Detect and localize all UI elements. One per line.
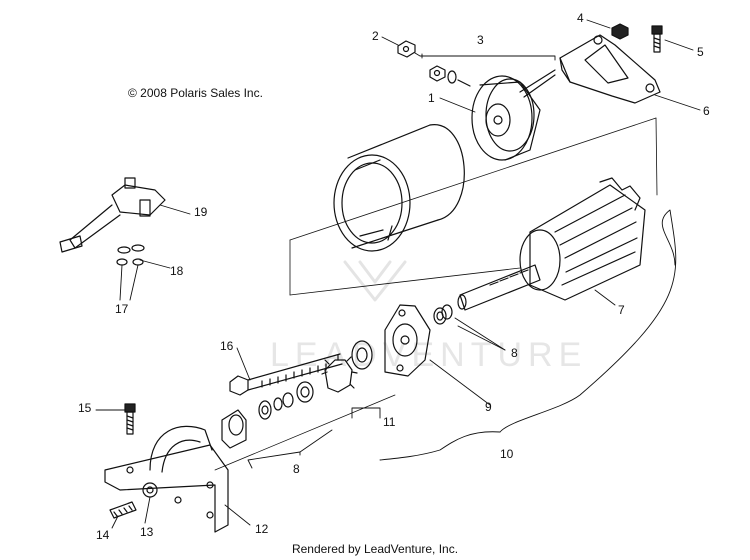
assembly-guide-lines [289, 117, 658, 296]
part-6-mount-bracket [559, 34, 661, 104]
footer-credit: Rendered by LeadVenture, Inc. [291, 542, 459, 556]
part-8-washers-upper [433, 304, 453, 325]
callout-8-lower: 8 [293, 462, 300, 476]
part-16-through-bolt [229, 353, 343, 396]
callout-1: 1 [428, 91, 435, 105]
part-8-spacer-stack [221, 381, 314, 449]
callout-5: 5 [697, 45, 704, 59]
callout-19: 19 [194, 205, 208, 219]
callout-6: 6 [703, 104, 710, 118]
part-4-nut [611, 23, 629, 40]
callout-4: 4 [577, 11, 584, 25]
part-14-bolt [109, 501, 137, 519]
callout-7: 7 [618, 303, 625, 317]
watermark-logo [343, 260, 407, 302]
part-19-brush-plate [59, 177, 166, 253]
callout-3: 3 [477, 33, 484, 47]
lower-guide-line [214, 394, 396, 471]
part-7-armature [457, 177, 646, 311]
callout-8-upper: 8 [511, 346, 518, 360]
part-11-pinion-set [321, 340, 373, 393]
callout-14: 14 [96, 528, 110, 542]
part-2-nut [397, 40, 416, 58]
callout-11: 11 [383, 415, 396, 429]
part-5-bolt [651, 25, 663, 53]
callout-2: 2 [372, 29, 379, 43]
callout-labels: 1 2 3 4 5 6 7 8 8 9 10 11 12 13 14 15 16… [78, 11, 710, 542]
part-12-lower-bracket [104, 425, 229, 533]
leader-lines [95, 19, 701, 529]
callout-12: 12 [255, 522, 269, 536]
callout-15: 15 [78, 401, 92, 415]
part-1-end-cap [471, 69, 556, 161]
callout-10: 10 [500, 447, 514, 461]
starter-housing [333, 124, 465, 252]
callout-18: 18 [170, 264, 184, 278]
part-3-hardware [429, 65, 471, 87]
callout-9: 9 [485, 400, 492, 414]
part-9-drive-plate [384, 304, 431, 377]
part-15-bolt [124, 403, 136, 435]
copyright-notice: © 2008 Polaris Sales Inc. [128, 86, 263, 100]
callout-13: 13 [140, 525, 154, 539]
callout-17: 17 [115, 302, 129, 316]
part-18-17-washers [116, 244, 145, 266]
callout-16: 16 [220, 339, 234, 353]
